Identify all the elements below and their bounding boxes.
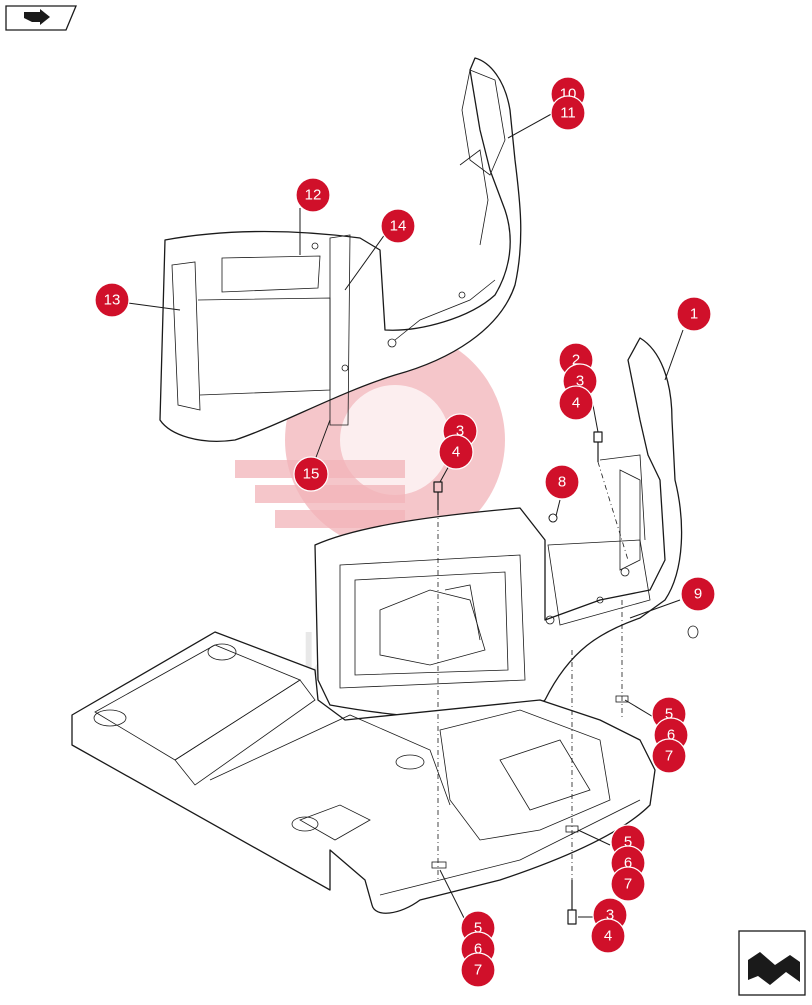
callout-7[interactable]: 7 [651, 738, 687, 774]
callout-9[interactable]: 9 [680, 576, 716, 612]
callout-11[interactable]: 11 [550, 95, 586, 131]
svg-text:14: 14 [390, 218, 407, 235]
svg-text:15: 15 [303, 466, 320, 483]
svg-text:3: 3 [576, 373, 584, 390]
svg-text:4: 4 [452, 444, 460, 461]
fasteners [431, 431, 699, 925]
svg-text:5: 5 [474, 920, 482, 937]
forward-nav-button[interactable] [738, 930, 806, 996]
callout-7[interactable]: 7 [610, 866, 646, 902]
svg-text:1: 1 [690, 306, 698, 323]
svg-text:4: 4 [572, 395, 580, 412]
upper-rear-cover [159, 57, 522, 442]
svg-text:12: 12 [305, 187, 322, 204]
svg-text:6: 6 [667, 727, 675, 744]
callout-13[interactable]: 13 [94, 282, 130, 318]
callout-4[interactable]: 4 [590, 918, 626, 954]
arrow-icon [748, 952, 800, 985]
callout-7[interactable]: 7 [460, 952, 496, 988]
svg-text:3: 3 [606, 907, 614, 924]
svg-text:7: 7 [624, 876, 632, 893]
svg-text:13: 13 [104, 292, 121, 309]
svg-text:5: 5 [665, 706, 673, 723]
svg-text:5: 5 [624, 834, 632, 851]
svg-text:3: 3 [456, 423, 464, 440]
callout-14[interactable]: 14 [380, 208, 416, 244]
arrow-icon [24, 9, 50, 25]
svg-text:6: 6 [624, 855, 632, 872]
callouts: 10 11 12 14 13 1 2 3 4 3 4 15 8 9 5 6 7 … [94, 76, 716, 988]
callout-12[interactable]: 12 [295, 177, 331, 213]
svg-text:2: 2 [572, 352, 580, 369]
svg-text:8: 8 [558, 474, 566, 491]
svg-text:4: 4 [604, 928, 612, 945]
svg-text:6: 6 [474, 941, 482, 958]
callout-1[interactable]: 1 [676, 296, 712, 332]
callout-4[interactable]: 4 [558, 385, 594, 421]
svg-text:11: 11 [560, 105, 576, 122]
upper-frame [71, 631, 656, 914]
callout-15[interactable]: 15 [293, 456, 329, 492]
svg-text:7: 7 [474, 962, 482, 979]
svg-text:7: 7 [665, 748, 673, 765]
svg-text:9: 9 [694, 586, 702, 603]
callout-8[interactable]: 8 [544, 464, 580, 500]
callout-4[interactable]: 4 [438, 434, 474, 470]
back-nav-button[interactable] [5, 5, 77, 31]
